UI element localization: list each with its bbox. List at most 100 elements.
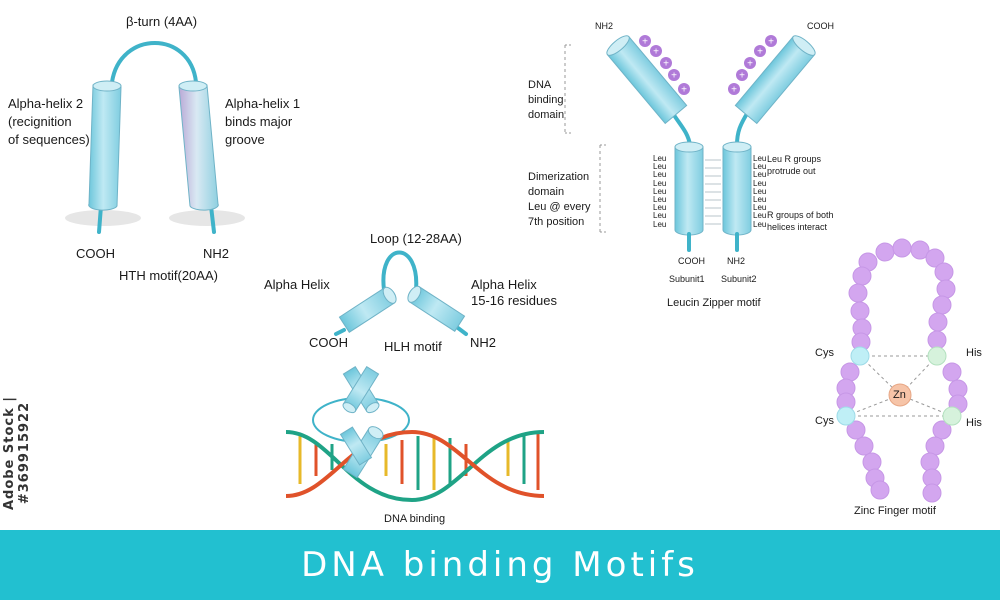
hlh-left-helix-label: Alpha Helix (264, 277, 330, 292)
amino-acid-bead (936, 279, 956, 299)
zipper-dna-domain-line3: domain (528, 109, 565, 121)
positive-charge (678, 83, 690, 95)
hlh-cooh-tail (334, 328, 346, 336)
zinc-beads (836, 238, 968, 503)
his-residue-1 (927, 346, 947, 366)
positive-charge (660, 57, 672, 69)
zipper-dimer-domain-line1: Dimerization (528, 171, 590, 183)
leu-residue-label: Leu (653, 162, 667, 172)
positive-charge-sign: + (642, 37, 648, 48)
zipper-nh2-top: NH2 (595, 21, 614, 31)
positive-charge-sign: + (757, 47, 763, 58)
leu-residue-label: Leu (653, 211, 667, 221)
leu-residue-label: Leu (753, 162, 767, 172)
hlh-motif (334, 250, 468, 336)
leu-residue-label: Leu (653, 154, 667, 163)
positive-charge (744, 57, 756, 69)
hth-beta-turn (110, 41, 198, 84)
zipper-dimer-domain-line4: 7th position (528, 216, 585, 228)
amino-acid-bead (922, 483, 942, 503)
leucine-zipper-motif (564, 35, 816, 252)
his-residue-2 (942, 406, 962, 426)
hlh-nh2-tail (456, 326, 468, 336)
leu-residue-label: Leu (753, 154, 767, 163)
zipper-dimer-domain-line2: domain (528, 186, 565, 198)
hlh-title: HLH motif (384, 339, 442, 354)
zipper-subunit1-label: Subunit1 (669, 274, 705, 284)
positive-charge-sign: + (681, 85, 687, 96)
zipper-note2-line1: R groups of both (767, 210, 834, 220)
dna-upper-helix-b (342, 365, 380, 414)
amino-acid-bead (852, 266, 872, 286)
zipper-subunit2-helix (722, 141, 752, 236)
hth-nh2-label: NH2 (203, 246, 230, 261)
leu-residue-label: Leu (753, 195, 767, 204)
zipper-cooh-bottom: COOH (678, 256, 705, 266)
amino-acid-bead (932, 420, 952, 440)
diagram-art: ++++++++++ (65, 35, 968, 503)
leu-residue-label: Leu (653, 186, 667, 196)
hlh-cooh-label: COOH (309, 335, 348, 350)
positive-charge (650, 45, 662, 57)
cys-residue-1 (850, 346, 870, 366)
hlh-right-helix (407, 285, 466, 332)
hlh-loop-label: Loop (12-28AA) (370, 231, 462, 246)
leu-residue-label: Leu (753, 219, 767, 229)
positive-charge-sign: + (739, 71, 745, 82)
hth-cooh-label: COOH (76, 246, 115, 261)
zipper-subunit2-label: Subunit2 (721, 274, 757, 284)
amino-acid-bead (848, 283, 868, 303)
positive-charge-sign: + (747, 59, 753, 70)
zipper-dna-domain-line2: binding (528, 94, 564, 106)
zinc-cys2-label: Cys (815, 415, 834, 427)
positive-charge (765, 35, 777, 47)
diagram-stage: ++++++++++ β-turn (4AA) Alpha-helix 2 (r… (8, 14, 982, 525)
footer-banner: DNA binding Motifs (0, 530, 1000, 600)
positive-charge (754, 45, 766, 57)
zipper-note1-line2: protrude out (767, 166, 816, 176)
zinc-title: Zinc Finger motif (854, 505, 936, 517)
zipper-nh2-bottom: NH2 (727, 256, 746, 266)
amino-acid-bead (920, 452, 940, 472)
cys-residue-2 (836, 406, 856, 426)
zinc-finger-motif (836, 238, 968, 503)
zinc-his1-label: His (966, 347, 982, 359)
hth-turn-label: β-turn (4AA) (126, 14, 198, 29)
leu-residue-label: Leu (653, 178, 667, 188)
leu-residue-label: Leu (653, 203, 667, 213)
hth-shadow-left (65, 210, 141, 226)
hth-helix-2 (88, 80, 122, 211)
positive-charge-sign: + (663, 59, 669, 70)
zinc-his2-label: His (966, 417, 982, 429)
zipper-bridges (705, 159, 721, 225)
zipper-dna-helix-left (606, 35, 688, 125)
hth-helix2-label-line2: (recignition (8, 114, 72, 129)
stock-credit: Adobe Stock | #369915922 (2, 352, 32, 542)
hlh-right-helix-label-line2: 15-16 residues (471, 293, 557, 308)
hth-helix1-label-line3: groove (225, 132, 265, 147)
amino-acid-bead (870, 480, 890, 500)
zipper-dna-domain-line1: DNA (528, 79, 552, 91)
hth-motif (65, 41, 245, 234)
amino-acid-bead (840, 362, 860, 382)
amino-acid-bead (932, 295, 952, 315)
hlh-nh2-label: NH2 (470, 335, 497, 350)
amino-acid-bead (892, 238, 912, 258)
amino-acid-bead (934, 262, 954, 282)
hth-nh2-tail (209, 204, 216, 234)
amino-acid-bead (927, 330, 947, 350)
leu-residue-label: Leu (753, 211, 767, 221)
positive-charge (728, 83, 740, 95)
positive-charge-sign: + (768, 37, 774, 48)
hlh-right-helix-label-line1: Alpha Helix (471, 277, 537, 292)
amino-acid-bead (854, 436, 874, 456)
hth-helix2-label-line3: of sequences) (8, 132, 90, 147)
hth-helix1-label-line1: Alpha-helix 1 (225, 96, 301, 111)
hth-helix2-label-line1: Alpha-helix 2 (8, 96, 84, 111)
amino-acid-bead (846, 420, 866, 440)
positive-charge-sign: + (671, 71, 677, 82)
zipper-note2-line2: helices interact (767, 222, 828, 232)
amino-acid-bead (925, 248, 945, 268)
dna-strand-red (285, 429, 545, 498)
zipper-title: Leucin Zipper motif (667, 297, 761, 309)
